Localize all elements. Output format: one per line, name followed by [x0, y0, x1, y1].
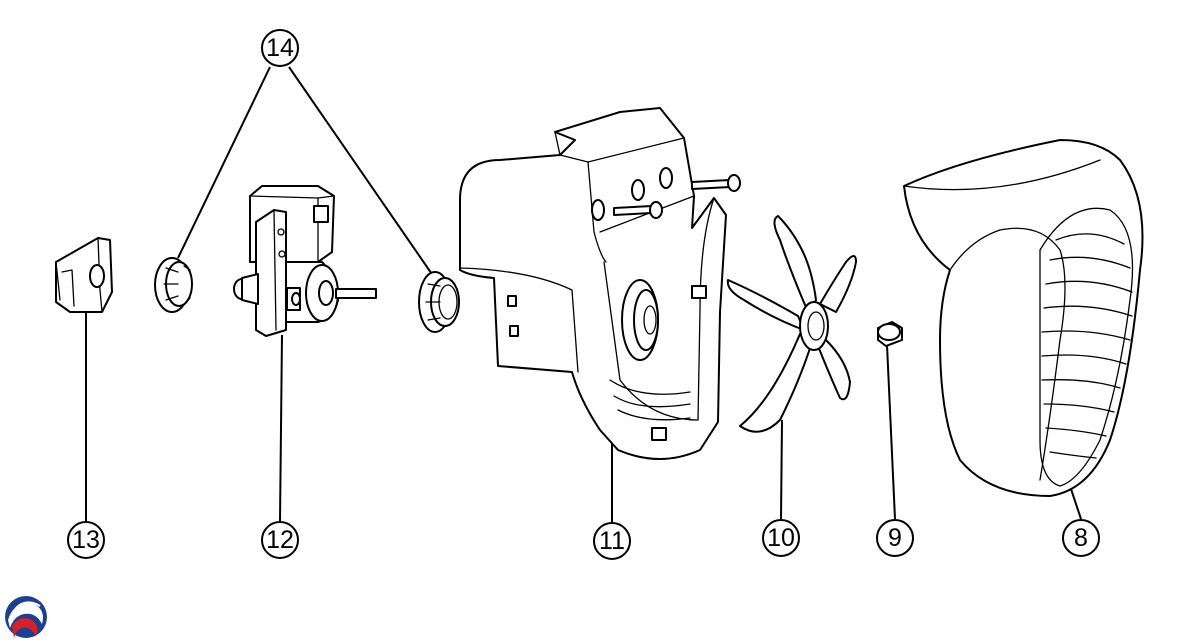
leader-14-right: [288, 66, 437, 281]
callout-13: 13: [67, 521, 105, 559]
part-9-bushing: [877, 321, 903, 347]
part-12-fan-motor: [233, 185, 377, 337]
callout-13-label: 13: [72, 526, 100, 554]
callout-11: 11: [593, 522, 631, 560]
leader-lines: [85, 66, 1082, 522]
callout-8-label: 8: [1074, 524, 1088, 552]
callout-10-label: 10: [767, 524, 795, 552]
callout-9-label: 9: [888, 524, 902, 552]
part-8-grille-cover: [903, 139, 1144, 497]
callout-11-label: 11: [599, 527, 625, 555]
callout-12-label: 12: [266, 526, 294, 554]
part-14-grommet-right: [418, 271, 460, 333]
leader-14-left: [177, 66, 271, 259]
leader-10: [780, 419, 783, 520]
callout-12: 12: [261, 521, 299, 559]
callout-9: 9: [876, 519, 914, 557]
part-10-fan-blade: [726, 215, 857, 433]
swirl-logo-icon: [5, 596, 47, 638]
leader-9: [886, 344, 896, 520]
part-14-grommet-left: [154, 257, 193, 313]
callout-10: 10: [762, 519, 800, 557]
part-11-fan-housing: [459, 107, 741, 460]
part-13-bracket: [55, 237, 113, 313]
leader-12: [279, 334, 283, 522]
callout-14: 14: [261, 29, 299, 67]
callout-8: 8: [1062, 519, 1100, 557]
callout-14-label: 14: [266, 34, 294, 62]
